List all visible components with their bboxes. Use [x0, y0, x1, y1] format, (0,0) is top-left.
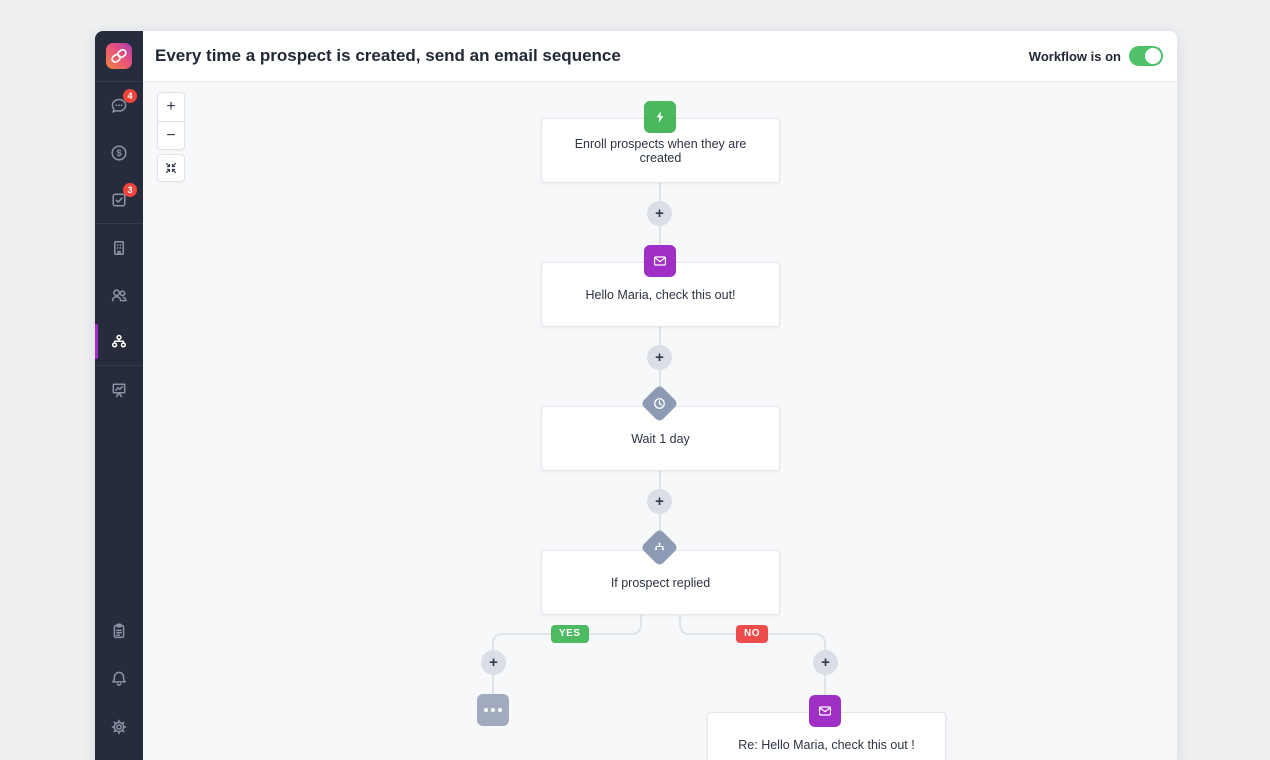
workflow-toggle[interactable] — [1129, 46, 1163, 66]
conversations-badge: 4 — [123, 89, 137, 103]
node-label: Enroll prospects when they are created — [574, 136, 747, 165]
branch-yes-badge: YES — [551, 625, 589, 643]
trigger-node-icon[interactable] — [644, 101, 676, 133]
workflow-toggle-label: Workflow is on — [1028, 48, 1121, 64]
add-step-button-no[interactable]: + — [813, 650, 838, 675]
toggle-knob — [1145, 48, 1161, 64]
svg-text:$: $ — [116, 148, 121, 158]
node-label: Re: Hello Maria, check this out ! — [738, 737, 915, 752]
zoom-out-button[interactable]: − — [158, 121, 184, 149]
sidebar-item-settings[interactable] — [95, 703, 143, 751]
sidebar: 4 $ 3 — [95, 31, 143, 760]
task-check-icon — [112, 192, 126, 207]
workflow-canvas[interactable]: + − Enroll pr — [143, 82, 1177, 760]
building-icon — [114, 240, 124, 255]
workflow-node-email-2[interactable]: Re: Hello Maria, check this out ! — [707, 712, 946, 760]
sidebar-bottom-nav — [95, 607, 143, 751]
clipboard-icon — [113, 623, 125, 639]
sidebar-divider — [95, 223, 143, 224]
zoom-controls: + − — [157, 92, 185, 150]
bell-icon — [112, 671, 126, 686]
sidebar-item-reports[interactable] — [95, 366, 143, 413]
workflow-header: Every time a prospect is created, send a… — [143, 31, 1177, 82]
gear-icon — [111, 719, 127, 735]
app-logo[interactable] — [106, 43, 132, 69]
sidebar-item-contacts[interactable] — [95, 271, 143, 318]
fit-view-button[interactable] — [157, 154, 185, 182]
more-options-terminal[interactable] — [477, 694, 509, 726]
sidebar-item-notes[interactable] — [95, 607, 143, 655]
zoom-in-button[interactable]: + — [166, 98, 176, 115]
add-step-button-yes[interactable]: + — [481, 650, 506, 675]
email-node-icon-2[interactable] — [809, 695, 841, 727]
tasks-badge: 3 — [123, 183, 137, 197]
node-label: Wait 1 day — [631, 431, 690, 446]
chat-icon — [111, 98, 127, 113]
page-title: Every time a prospect is created, send a… — [155, 46, 621, 65]
logo-row — [95, 31, 143, 82]
node-label: Hello Maria, check this out! — [585, 287, 736, 302]
clock-icon — [654, 398, 665, 409]
people-icon — [111, 288, 127, 301]
node-label: If prospect replied — [610, 575, 711, 590]
add-step-button-2[interactable]: + — [647, 345, 672, 370]
envelope-icon — [818, 706, 832, 716]
wait-node-icon[interactable] — [640, 384, 679, 423]
email-node-icon[interactable] — [644, 245, 676, 277]
envelope-icon — [653, 256, 667, 266]
presentation-chart-icon — [112, 382, 126, 397]
sidebar-item-companies[interactable] — [95, 224, 143, 271]
sidebar-item-notifications[interactable] — [95, 655, 143, 703]
compress-icon — [165, 162, 177, 174]
app-window: 4 $ 3 — [95, 31, 1177, 760]
sidebar-item-workflows[interactable] — [95, 318, 143, 365]
sidebar-item-conversations[interactable]: 4 — [95, 82, 143, 129]
zap-icon — [656, 111, 664, 123]
branch-icon — [655, 542, 664, 551]
dollar-icon: $ — [111, 144, 127, 161]
sidebar-item-tasks[interactable]: 3 — [95, 176, 143, 223]
sidebar-item-deals[interactable]: $ — [95, 129, 143, 176]
sitemap-icon — [111, 334, 127, 348]
add-step-button-1[interactable]: + — [647, 201, 672, 226]
branch-no-badge: NO — [736, 625, 768, 643]
sidebar-divider — [95, 365, 143, 366]
add-step-button-3[interactable]: + — [647, 489, 672, 514]
condition-node-icon[interactable] — [640, 528, 679, 567]
